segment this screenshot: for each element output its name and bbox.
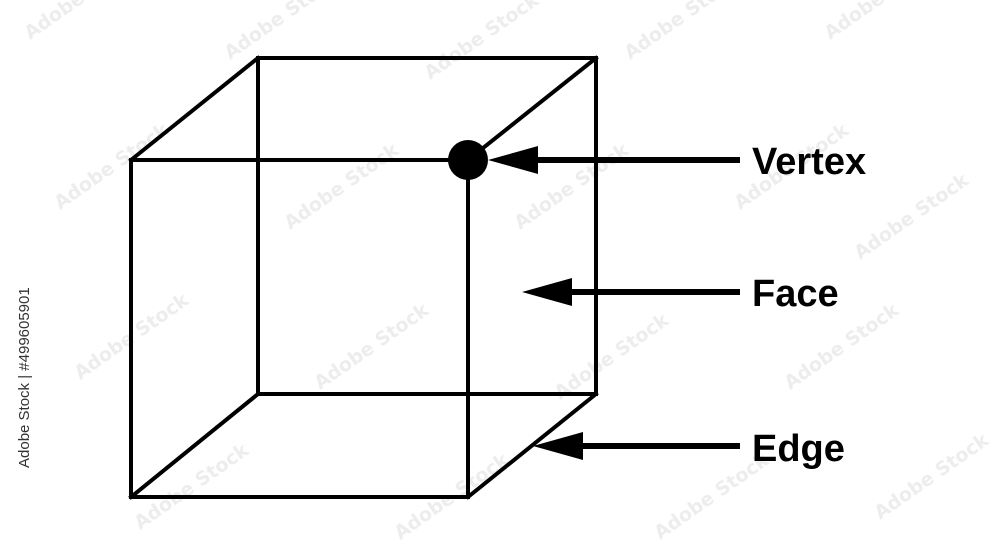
edge-arrow (533, 432, 740, 460)
edge-arrow-head (533, 432, 583, 460)
watermark-text: Adobe Stock (310, 299, 433, 394)
vertex-arrow-head (488, 146, 538, 174)
watermark-text: Adobe Stock (550, 309, 673, 404)
cube-front-face (129, 158, 470, 499)
watermark-text: Adobe Stock (870, 429, 993, 524)
watermark-text: Adobe Stock (420, 0, 543, 84)
watermark-text: Adobe Stock (850, 169, 973, 264)
cube-edge-top-right (465, 55, 599, 163)
watermark-text: Adobe Stock (220, 0, 343, 64)
watermark-text: Adobe Stock (820, 0, 943, 44)
vertex-label: Vertex (752, 141, 866, 183)
cube-edge-bottom-left (128, 391, 261, 500)
watermark-text: Adobe Stock (20, 0, 143, 44)
cube-edge-top-left (128, 55, 261, 163)
watermark-text: Adobe Stock (620, 0, 743, 64)
vertex-arrow (488, 146, 740, 174)
stock-id-text: Adobe Stock | #499605901 (16, 287, 33, 468)
face-arrow-head (522, 278, 572, 306)
watermark-text: Adobe Stock (50, 119, 173, 214)
cube-back-face (256, 56, 598, 396)
cube-edge-bottom-right (465, 391, 599, 500)
face-label: Face (752, 273, 839, 315)
face-arrow (522, 278, 740, 306)
edge-label: Edge (752, 428, 845, 470)
watermark-layer: Adobe Stock Adobe Stock Adobe Stock Adob… (20, 0, 993, 544)
watermark-text: Adobe Stock (280, 139, 403, 234)
vertex-dot (448, 140, 488, 180)
watermark-text: Adobe Stock (130, 439, 253, 534)
